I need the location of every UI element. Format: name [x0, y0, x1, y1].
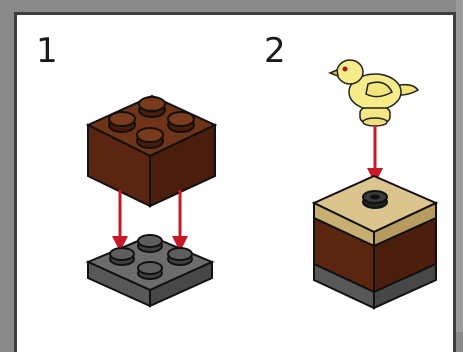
- instruction-illustration: [85, 59, 439, 310]
- gray-plate-2x2: [85, 234, 215, 308]
- plate-studs: [109, 234, 193, 280]
- yellow-bird: [327, 59, 420, 127]
- step-1-arrows: [112, 190, 188, 252]
- jumper-stud: [362, 190, 388, 209]
- brown-brick-2x2: [85, 94, 218, 208]
- step-1-number: 1: [36, 31, 58, 71]
- window-edge: [456, 0, 463, 332]
- step-2-number: 2: [264, 31, 286, 71]
- stacked-brick-assembly: [311, 174, 439, 310]
- step-2-arrow: [367, 126, 383, 184]
- brick-studs: [108, 96, 195, 149]
